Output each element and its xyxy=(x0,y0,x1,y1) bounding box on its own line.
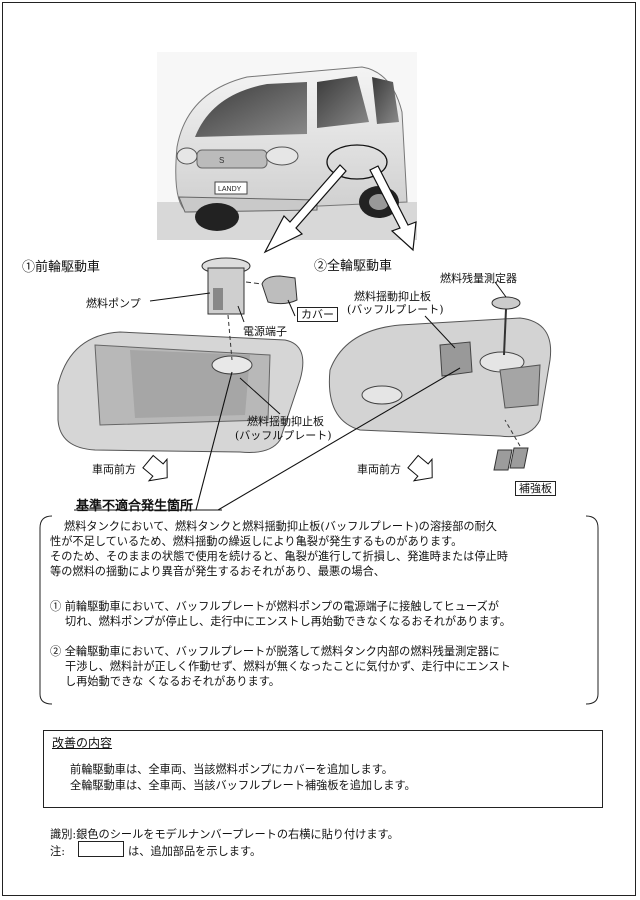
defect-intro-2: 性が不足しているため、燃料揺動の繰返しにより亀裂が発生するものがあります。 xyxy=(50,535,463,548)
awd-fuel-tank xyxy=(328,317,552,438)
svg-text:S: S xyxy=(219,156,224,165)
front-wheel-label: ①前輪駆動車 xyxy=(22,260,101,275)
identification-note: 識別:銀色のシールをモデルナンバープレートの右横に貼り付けます。 xyxy=(50,828,399,841)
front-fuel-tank xyxy=(57,331,304,453)
improvement-box xyxy=(43,730,603,808)
power-terminal-label: 電源端子 xyxy=(243,325,287,338)
baffle-top-label-2: (バッフルプレート) xyxy=(347,303,444,316)
defect-item2-line2: 干渉し、燃料計が正しく作動せず、燃料が無くなったことに気付かず、走行中にエンスト xyxy=(65,660,511,673)
defect-item2-line1: ② 全輪駆動車において、バッフルプレートが脱落して燃料タンク内部の燃料残量測定器… xyxy=(50,645,500,658)
reinforcement-label: 補強板 xyxy=(515,481,556,496)
note-suffix: は、追加部品を示します。 xyxy=(128,845,262,858)
fuel-gauge-part xyxy=(491,281,521,356)
vehicle-front-label-left: 車両前方 xyxy=(92,463,136,476)
reinforcement-plate xyxy=(493,419,529,471)
improvement-title: 改善の内容 xyxy=(52,736,113,750)
defect-intro-3: そのため、そのままの状態で使用を続けると、亀裂が進行して折損し、発進時または停止… xyxy=(50,550,508,563)
cover-label: カバー xyxy=(297,307,338,322)
defect-item1-line2: 切れ、燃料ポンプが停止し、走行中にエンストし再始動できなくなるおそれがあります。 xyxy=(65,615,511,628)
baffle-bottom-label-2: (バッフルプレート) xyxy=(235,429,332,442)
note-prefix: 注: xyxy=(50,845,65,858)
vehicle-front-arrow-right xyxy=(407,454,433,482)
improvement-line-2: 全輪駆動車は、全車両、当該バッフルプレート補強板を追加します。 xyxy=(70,779,416,792)
fuel-gauge-label: 燃料残量測定器 xyxy=(440,272,517,285)
defect-title: 基準不適合発生箇所 xyxy=(76,499,194,514)
improvement-line-1: 前輪駆動車は、全車両、当該燃料ポンプにカバーを追加します。 xyxy=(70,763,393,776)
baffle-bottom-label-1: 燃料揺動抑止板 xyxy=(247,415,324,428)
defect-item1-line1: ① 前輪駆動車において、バッフルプレートが燃料ポンプの電源端子に接触してヒューズ… xyxy=(50,600,499,613)
vehicle-front-label-right: 車両前方 xyxy=(357,463,401,476)
car-photo: S LANDY xyxy=(157,52,417,240)
car-badge: LANDY xyxy=(218,186,242,193)
vehicle-front-arrow-left xyxy=(142,454,168,482)
defect-intro-4: 等の燃料の揺動により異音が発生するおそれがあり、最悪の場合、 xyxy=(50,565,385,578)
cover-part xyxy=(245,275,298,305)
defect-item2-line3: し再始動できな くなるおそれがあります。 xyxy=(65,675,280,688)
arrow-to-all-wheel xyxy=(369,165,417,252)
all-wheel-label: ②全輪駆動車 xyxy=(314,259,393,274)
arrow-to-front-wheel xyxy=(263,164,347,254)
fuel-pump-label: 燃料ポンプ xyxy=(86,297,141,310)
baffle-top-label-1: 燃料揺動抑止板 xyxy=(354,290,431,303)
added-part-legend-box xyxy=(78,841,124,857)
defect-intro-1: 燃料タンクにおいて、燃料タンクと燃料揺動抑止板(バッフルプレート)の溶接部の耐久 xyxy=(64,520,497,533)
